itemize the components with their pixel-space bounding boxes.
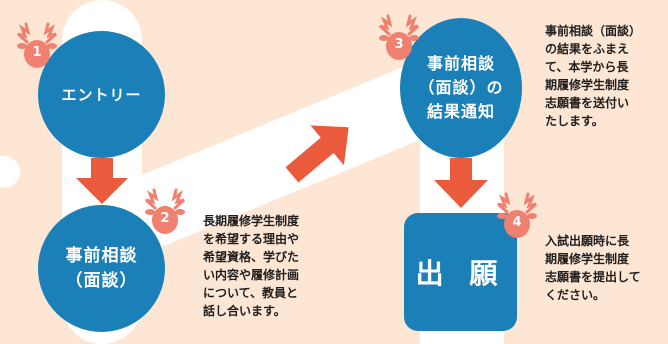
arrow-icon-diagonal [285, 125, 349, 183]
description-line: ください。 [545, 288, 606, 302]
arrow-icon-down-1 [76, 158, 128, 204]
reindeer-head-icon: 2 [140, 186, 190, 236]
description-line: の結果をふまえ [545, 42, 630, 56]
description-line: について、教員と [203, 286, 299, 300]
step-4-description: 入試出願時に長 期履修学生制度 志願書を提出して ください。 [545, 232, 668, 304]
description-line: 希望資格、学びた [203, 250, 300, 264]
description-line: たします。 [545, 114, 604, 128]
edge-decoration [0, 156, 20, 188]
step-4-box: 出 願 [404, 213, 517, 331]
step-3-circle: 事前相談 （面談）の 結果通知 [400, 18, 522, 158]
step-2-title-line: 事前相談 [65, 245, 138, 266]
step-4-number: 4 [512, 214, 522, 230]
step-1-circle: エントリー [38, 31, 165, 158]
description-line: 話し合います。 [203, 304, 286, 318]
reindeer-head-icon: 3 [374, 12, 424, 62]
step-3-title-line: 事前相談 [426, 54, 495, 73]
step-2-number: 2 [160, 210, 170, 226]
reindeer-head-icon: 1 [12, 20, 62, 70]
description-line: て、本学から長 [545, 60, 629, 74]
arrow-icon-down-3 [434, 158, 488, 208]
description-line: 長期履修学生制度 [203, 214, 300, 228]
step-1-title: エントリー [61, 86, 142, 104]
step-1-number: 1 [32, 44, 42, 60]
description-line: 期履修学生制度 [545, 252, 630, 266]
description-line: い内容や履修計画 [203, 268, 300, 282]
step-4-title: 出 願 [415, 257, 506, 290]
description-line: 志願書を送付い [545, 96, 630, 110]
step-3-description: 事前相談（面談） の結果をふまえ て、本学から長 期履修学生制度 志願書を送付い… [545, 22, 663, 130]
step-3-number: 3 [394, 36, 404, 52]
description-line: 事前相談（面談） [545, 24, 642, 38]
step-2-title-line: （面談） [65, 270, 138, 291]
reindeer-head-icon: 4 [492, 190, 542, 240]
band-diagonal [142, 60, 420, 255]
description-line: 志願書を提出して [545, 270, 641, 284]
step-2-description: 長期履修学生制度 を希望する理由や 希望資格、学びた い内容や履修計画 について… [203, 212, 343, 320]
step-3-title-line: 結果通知 [426, 102, 495, 121]
description-line: 入試出願時に長 [545, 234, 630, 248]
description-line: を希望する理由や [203, 232, 300, 246]
step-3-title-line: （面談）の [418, 78, 504, 97]
step-2-circle: 事前相談 （面談） [38, 205, 165, 332]
description-line: 期履修学生制度 [545, 78, 630, 92]
